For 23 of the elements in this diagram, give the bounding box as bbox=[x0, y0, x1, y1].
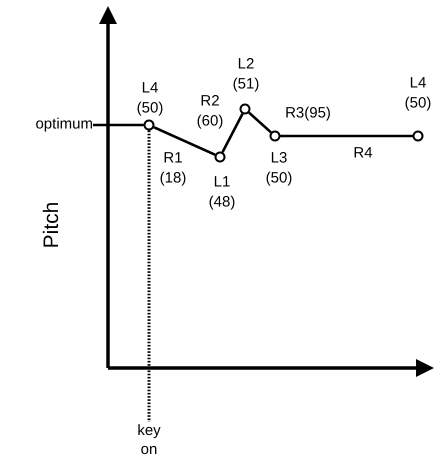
envelope-point bbox=[144, 120, 154, 130]
envelope-line bbox=[221, 113, 244, 153]
level-value-label: L3 (50) bbox=[266, 148, 292, 188]
envelope-point bbox=[240, 104, 250, 114]
envelope-point bbox=[270, 130, 280, 142]
edge-label: R4 bbox=[353, 143, 373, 163]
edge-label: R1 (18) bbox=[160, 148, 186, 188]
envelope-line bbox=[153, 126, 216, 156]
axis-title: Pitch bbox=[40, 202, 64, 248]
event-label: key on bbox=[137, 422, 161, 460]
envelope-point bbox=[412, 130, 424, 142]
envelope-line bbox=[93, 124, 144, 126]
edge-label: R2 (60) bbox=[196, 92, 224, 130]
level-value-label: L4 (50) bbox=[404, 74, 432, 112]
envelope-line bbox=[248, 112, 272, 134]
level-value-label: L1 (48) bbox=[208, 172, 236, 212]
envelope-point bbox=[214, 152, 226, 162]
level-label: optimum bbox=[35, 116, 93, 134]
edge-label: R3(95) bbox=[285, 103, 331, 123]
envelope-line bbox=[280, 134, 412, 138]
dotted-line bbox=[148, 130, 150, 422]
level-value-label: L4 (50) bbox=[136, 78, 164, 118]
level-value-label: L2 (51) bbox=[232, 54, 260, 94]
